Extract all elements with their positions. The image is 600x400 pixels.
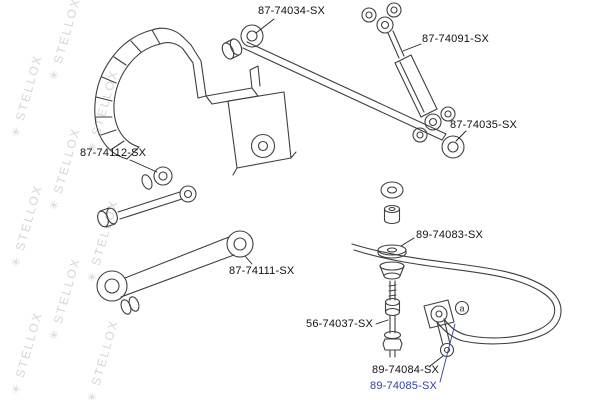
marker-a: a [454, 300, 470, 316]
mounting-stack-drawing [377, 181, 407, 280]
stabilizer-bar-drawing [351, 243, 562, 358]
track-rod-bushing-drawing [441, 135, 465, 159]
marker-a-label: a [459, 304, 464, 314]
part-label-87-74111-sx: 87-74111-SX [229, 265, 295, 277]
leader-lines [129, 18, 467, 383]
axle-housing-drawing [94, 27, 297, 176]
part-label-56-74037-sx: 56-74037-SX [306, 318, 374, 330]
part-label-87-74091-sx: 87-74091-SX [422, 33, 490, 45]
part-label-87-74035-sx: 87-74035-SX [450, 119, 518, 131]
part-label-89-74084-sx: 89-74084-SX [372, 364, 440, 376]
lateral-rod-drawing [97, 166, 197, 228]
part-label-87-74034-sx: 87-74034-SX [258, 5, 326, 17]
shock-absorber-drawing [361, 2, 456, 143]
track-rod-drawing [221, 24, 447, 141]
control-arm-drawing [96, 230, 254, 315]
part-label-89-74085-sx[interactable]: 89-74085-SX [370, 380, 438, 392]
bar-bushing-clamp-drawing [423, 299, 455, 329]
part-label-87-74112-sx: 87-74112-SX [80, 147, 147, 159]
stabilizer-link-drawing [382, 280, 403, 358]
part-label-89-74083-sx: 89-74083-SX [416, 229, 484, 241]
